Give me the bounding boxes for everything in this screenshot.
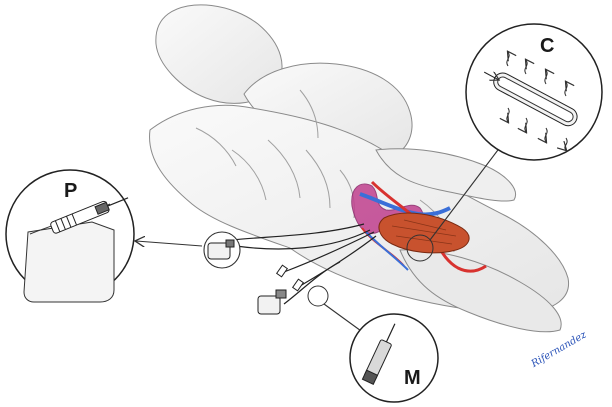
catheter-inset <box>466 24 602 160</box>
catheter-inset-label: C <box>540 35 554 57</box>
pump-callout-arrow <box>136 241 202 246</box>
muscle-probe-inset <box>350 314 438 402</box>
artist-signature: Rifernandez <box>529 329 589 370</box>
muscle-probe-inset-label: M <box>404 367 421 389</box>
pump-inset-label: P <box>64 180 77 202</box>
probe-site-marker <box>308 286 328 306</box>
small-pump-connector <box>276 290 286 298</box>
electrode-tip <box>277 265 288 277</box>
small-pump-device <box>258 296 280 314</box>
